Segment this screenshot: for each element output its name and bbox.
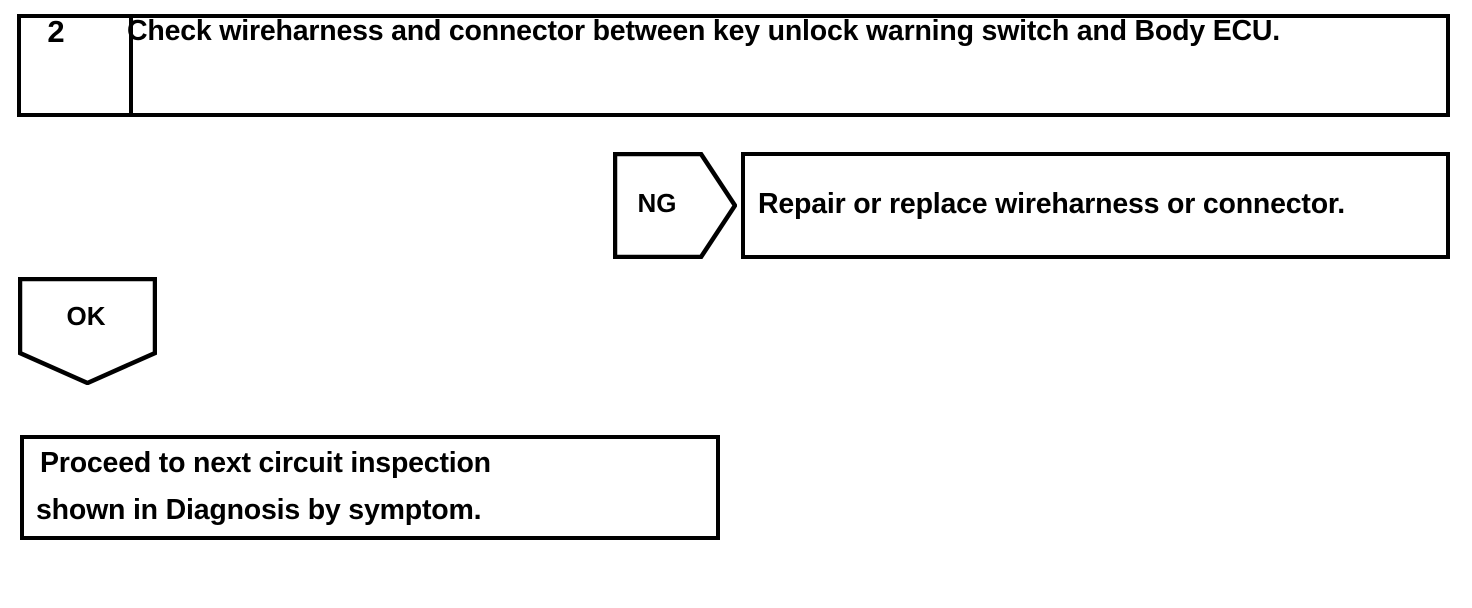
ok-branch-arrow [18, 277, 157, 385]
ok-outcome-text-line-2: shown in Diagnosis by symptom. [36, 494, 482, 526]
ok-branch-label: OK [66, 301, 106, 331]
ng-branch-arrow [613, 152, 737, 259]
step-number: 2 [47, 14, 65, 49]
ok-outcome-box [20, 435, 720, 540]
ng-outcome-box [741, 152, 1450, 259]
step-number-cell [21, 18, 133, 113]
ok-outcome-text-line-1: Proceed to next circuit inspection [40, 447, 491, 479]
step-row [17, 14, 1450, 117]
ng-branch-label: NG [637, 188, 677, 218]
step-instruction-text: Check wireharness and connector between … [127, 15, 1280, 47]
ng-outcome-text: Repair or replace wireharness or connect… [758, 188, 1345, 220]
